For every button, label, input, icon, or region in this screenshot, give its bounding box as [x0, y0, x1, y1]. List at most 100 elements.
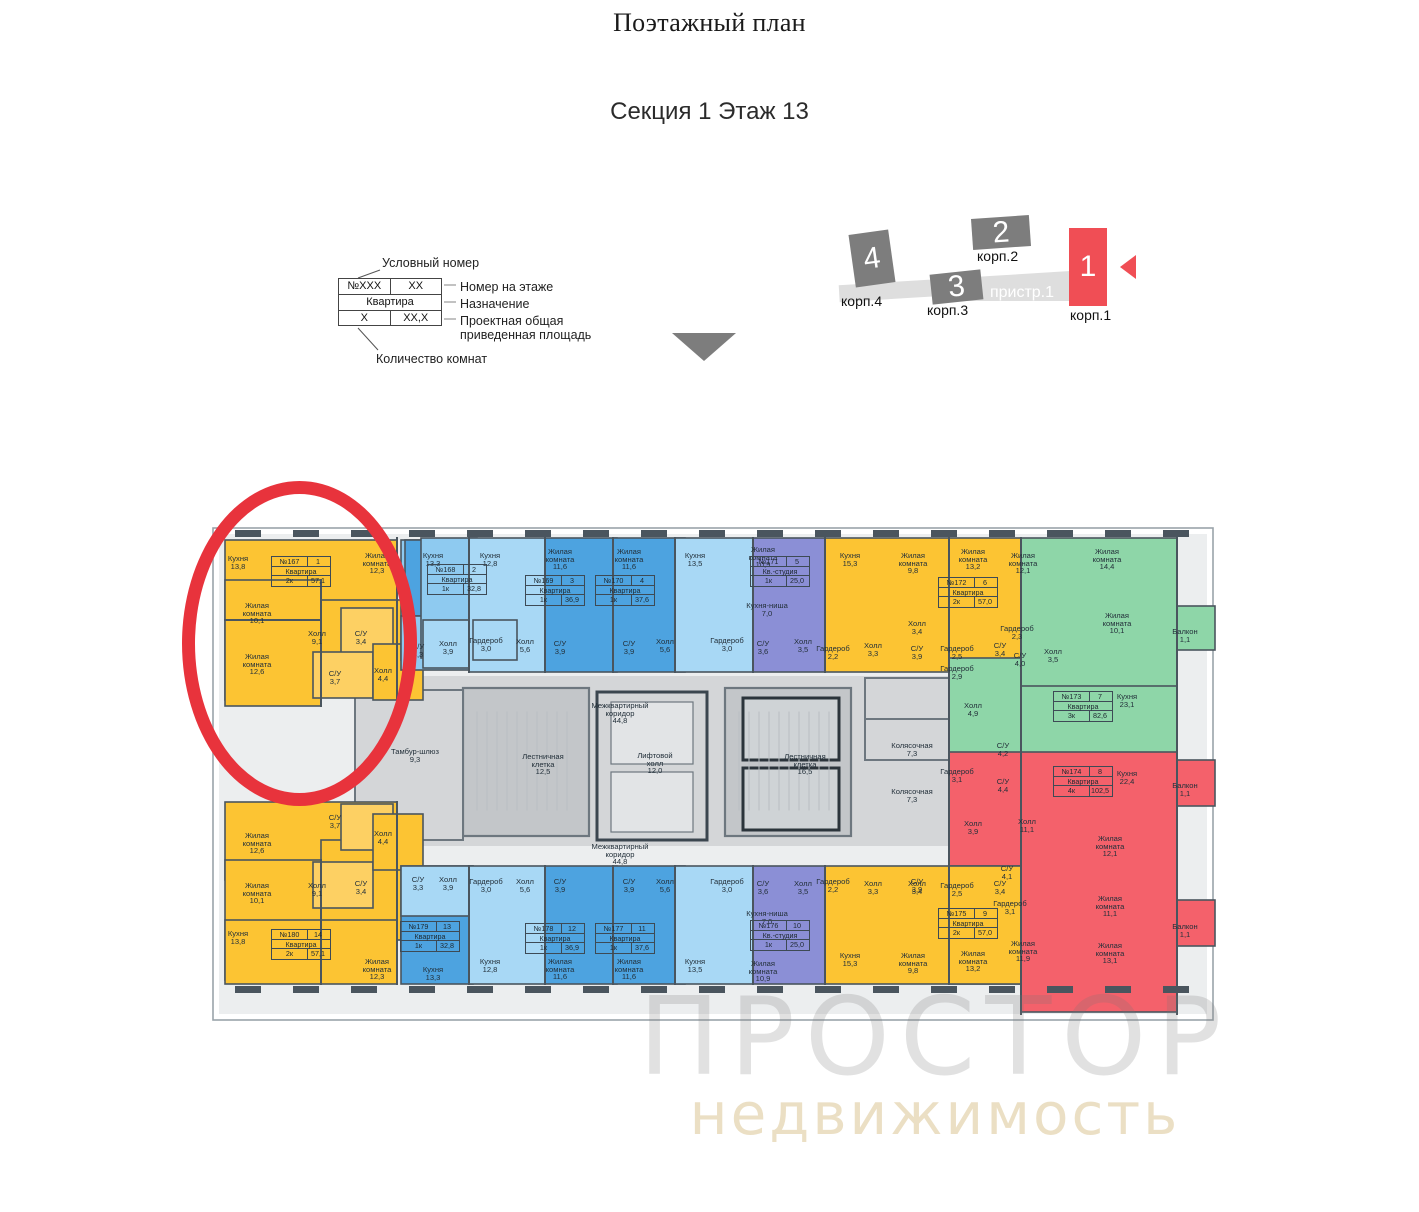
legend-text-area-line1: Проектная общая	[460, 314, 564, 328]
apartment-floor-number: 14	[314, 930, 322, 939]
apartment-area: 102,5	[1091, 786, 1109, 795]
apartment-number: №179	[401, 922, 437, 931]
floor-plan-svg	[212, 527, 1216, 1021]
apartment-purpose: Квартира	[1067, 701, 1099, 711]
apartment-area: 82,6	[1093, 711, 1107, 720]
plan-region	[1105, 530, 1131, 537]
plan-region	[674, 865, 754, 985]
plan-region	[1105, 986, 1131, 993]
plan-region	[757, 530, 783, 537]
building-label-1: корп.1	[1070, 307, 1112, 323]
plan-region	[351, 530, 377, 537]
plan-region	[1020, 537, 1178, 715]
apartment-rooms: 1к	[428, 584, 464, 594]
plan-region	[741, 696, 841, 762]
apartment-purpose: Квартира	[285, 566, 317, 576]
plan-region	[815, 986, 841, 993]
building-block-3[interactable]: 3	[929, 269, 984, 305]
plan-region	[1163, 986, 1189, 993]
plan-region	[1047, 986, 1073, 993]
plan-region	[1176, 605, 1216, 651]
plan-region	[674, 537, 754, 673]
apartment-purpose: Кв.-студия	[762, 566, 798, 576]
apartment-rooms: 1к	[751, 940, 787, 950]
apartment-floor-number: 11	[638, 924, 646, 933]
watermark-secondary: недвижимость	[689, 1080, 1181, 1148]
apartment-area: 57,0	[978, 597, 992, 606]
apartment-floor-number: 8	[1098, 767, 1102, 776]
apartment-purpose: Квартира	[285, 939, 317, 949]
plan-region	[224, 919, 398, 985]
apartment-number: №172	[939, 578, 975, 587]
plan-region	[699, 986, 725, 993]
plan-region	[525, 530, 551, 537]
building-block-2[interactable]: 2	[970, 215, 1032, 250]
apartment-number: №174	[1054, 767, 1090, 776]
plan-region	[1020, 751, 1178, 1013]
legend-cell-floornum: XX	[408, 280, 424, 292]
apartment-purpose: Квартира	[441, 574, 473, 584]
apartment-area: 57,1	[311, 576, 325, 585]
plan-region	[235, 986, 261, 993]
building-label-2: корп.2	[977, 248, 1019, 264]
apartment-rooms: 2к	[939, 597, 975, 607]
page-title: Поэтажный план	[613, 8, 806, 37]
legend-box: №XXX XX Квартира X XX,X	[338, 278, 442, 326]
building-block-4[interactable]: 4	[848, 229, 896, 288]
apartment-purpose: Квартира	[1067, 776, 1099, 786]
apartment-rooms: 3к	[1054, 711, 1090, 721]
page-subtitle: Секция 1 Этаж 13	[610, 98, 809, 125]
legend: Условный номер №XXX XX Квартира X XX,X Н…	[336, 256, 636, 368]
plan-region	[461, 686, 591, 838]
road-pristr1: пристр.1	[963, 284, 1081, 301]
apartment-area: 57,0	[978, 928, 992, 937]
apartment-area: 32,8	[467, 584, 481, 593]
plan-region	[351, 986, 377, 993]
legend-cell-purpose: Квартира	[366, 296, 414, 308]
apartment-number: №176	[751, 921, 787, 930]
plan-region	[583, 986, 609, 993]
plan-region	[948, 865, 1022, 985]
apartment-area: 57,1	[311, 949, 325, 958]
apartment-rooms: 1к	[596, 595, 632, 605]
apartment-number: №167	[272, 557, 308, 566]
plan-region	[741, 766, 841, 832]
plan-region	[641, 530, 667, 537]
apartment-purpose: Квартира	[952, 587, 984, 597]
apartment-floor-number: 6	[983, 578, 987, 587]
plan-region	[467, 986, 493, 993]
legend-cell-number: №XXX	[339, 279, 391, 294]
plan-region	[610, 771, 694, 833]
apartment-area: 25,0	[790, 940, 804, 949]
apartment-floor-number: 13	[443, 922, 451, 931]
legend-bottom-label: Количество комнат	[376, 352, 488, 366]
plan-region	[472, 619, 518, 661]
apartment-rooms: 2к	[939, 928, 975, 938]
apartment-area: 37,6	[635, 943, 649, 952]
legend-text-area-line2: приведенная площадь	[460, 328, 592, 342]
building-selector[interactable]: пр.2 пристр.1 4 корп.4 3 корп.3 2 корп.2…	[835, 200, 1155, 325]
apartment-number: №168	[428, 565, 464, 574]
apartment-floor-number: 7	[1098, 692, 1102, 701]
apartment-area: 32,8	[440, 941, 454, 950]
plan-region	[873, 530, 899, 537]
building-block-1[interactable]: 1	[1069, 228, 1107, 306]
plan-region	[525, 986, 551, 993]
plan-region	[752, 865, 826, 985]
building-label-4: корп.4	[841, 293, 883, 309]
